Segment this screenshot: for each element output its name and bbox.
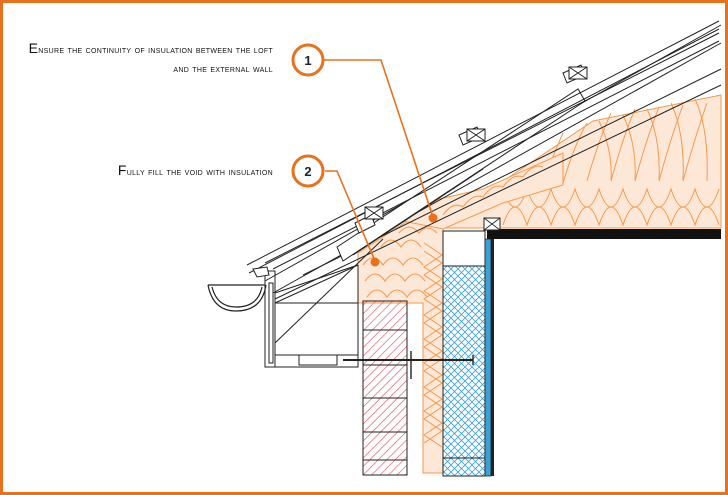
callout-text-2: Fully fill the void with insulation <box>117 162 273 178</box>
leader-line-1 <box>323 59 434 218</box>
gutter <box>207 284 267 312</box>
batten <box>364 206 384 220</box>
ceiling <box>483 217 721 239</box>
fascia-soffit <box>264 238 384 368</box>
callout-badge-2: 2 <box>291 154 325 188</box>
callout-text-1: Ensure the continuity of insulation betw… <box>28 40 273 75</box>
leader-end-1 <box>428 213 438 223</box>
eaves-detail-drawing: 1 2 <box>207 20 722 477</box>
leader-line-2 <box>325 170 376 262</box>
blockwork-inner-leaf <box>442 230 494 477</box>
battens <box>364 66 588 220</box>
callout-badge-1: 1 <box>291 43 325 77</box>
cavity-insulation <box>357 152 564 474</box>
callout-number-1: 1 <box>304 53 311 68</box>
leader-end-2 <box>370 257 380 267</box>
batten <box>466 128 486 142</box>
callout-leaders <box>323 59 434 262</box>
callout-number-2: 2 <box>304 164 311 179</box>
brick-outer-leaf <box>362 300 408 476</box>
batten <box>568 66 588 80</box>
wall-tie <box>343 351 474 379</box>
